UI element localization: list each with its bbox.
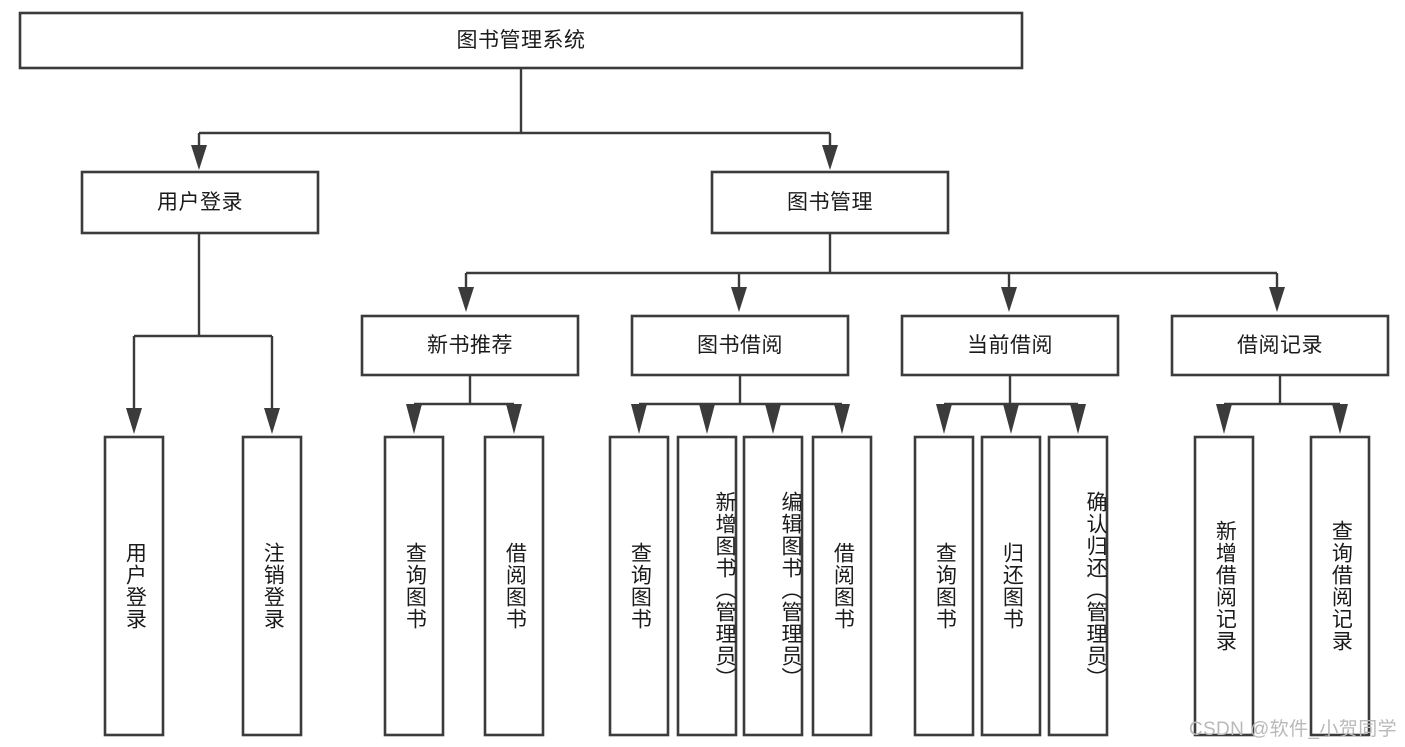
node-leaf-logout-box[interactable] (241, 435, 303, 737)
node-leaf-cb-return-book-box[interactable] (980, 435, 1042, 737)
node-leaf-user-login-box[interactable] (103, 435, 165, 737)
arrowhead-user-login-leaf1 (126, 408, 142, 434)
arrowhead-borrow-record-leaf1 (1216, 404, 1232, 434)
node-borrow-record-box[interactable] (1170, 314, 1390, 377)
arrowhead-to-current-borrow (1001, 287, 1017, 312)
node-leaf-br-query-record-box[interactable] (1309, 435, 1371, 737)
node-current-borrow-box[interactable] (900, 314, 1120, 377)
node-leaf-cb-query-book-box[interactable] (913, 435, 975, 737)
arrowhead-user-login-leaf2 (264, 408, 280, 434)
arrowhead-book-borrow-leaf2 (699, 404, 715, 434)
node-leaf-cb-confirm-return-box[interactable] (1047, 435, 1109, 737)
arrowhead-book-borrow-leaf4 (834, 404, 850, 434)
arrowhead-root-to-user-login (191, 145, 207, 170)
node-leaf-bb-edit-book-box[interactable] (742, 435, 804, 737)
node-leaf-bb-borrow-book-box[interactable] (811, 435, 873, 737)
arrowhead-root-to-book-manage (822, 145, 838, 170)
node-book-manage-box[interactable] (710, 170, 950, 235)
arrowhead-book-borrow-leaf3 (765, 404, 781, 434)
arrowhead-to-new-book (458, 287, 474, 312)
node-leaf-nbr-query-book-box[interactable] (383, 435, 445, 737)
arrowhead-to-book-borrow (731, 287, 747, 312)
arrowhead-borrow-record-leaf2 (1332, 404, 1348, 434)
arrowhead-new-book-leaf2 (506, 404, 522, 434)
node-book-borrow-box[interactable] (630, 314, 850, 377)
node-user-login-box[interactable] (80, 170, 320, 235)
arrowhead-to-borrow-record (1269, 287, 1285, 312)
arrowhead-current-borrow-leaf3 (1070, 404, 1086, 434)
node-new-book-recommend-box[interactable] (360, 314, 580, 377)
node-root-box[interactable] (18, 11, 1024, 70)
arrowhead-book-borrow-leaf1 (631, 404, 647, 434)
node-leaf-nbr-borrow-book-box[interactable] (483, 435, 545, 737)
node-leaf-br-add-record-box[interactable] (1193, 435, 1255, 737)
arrowhead-current-borrow-leaf2 (1003, 404, 1019, 434)
arrowhead-new-book-leaf1 (406, 404, 422, 434)
node-leaf-bb-query-book-box[interactable] (608, 435, 670, 737)
node-leaf-bb-add-book-box[interactable] (676, 435, 738, 737)
arrowhead-current-borrow-leaf1 (936, 404, 952, 434)
